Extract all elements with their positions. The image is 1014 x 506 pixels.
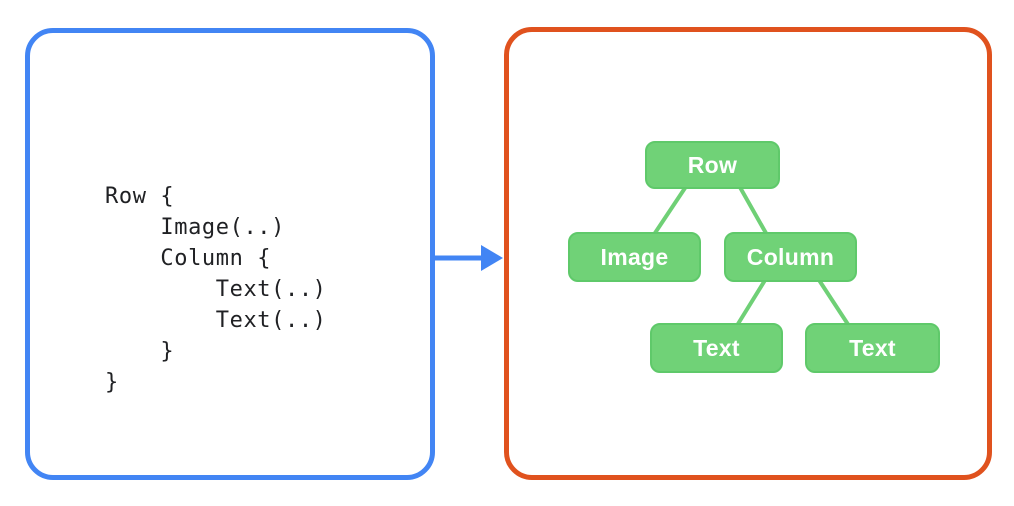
tree-node-text-1-label: Text — [693, 334, 740, 361]
tree-node-column: Column — [724, 232, 857, 282]
tree-node-row-label: Row — [687, 151, 738, 178]
tree-node-image-label: Image — [600, 243, 669, 270]
tree-node-column-label: Column — [746, 243, 835, 270]
arrow-right-icon — [435, 245, 503, 271]
tree-node-image: Image — [568, 232, 701, 282]
tree-node-row: Row — [645, 141, 780, 189]
tree-panel: Row Image Column Text Text — [504, 27, 992, 480]
code-block: Row { Image(..) Column { Text(..) Text(.… — [105, 184, 327, 395]
tree-node-text-2-label: Text — [849, 334, 896, 361]
tree-node-text-1: Text — [650, 323, 783, 373]
tree-node-text-2: Text — [805, 323, 940, 373]
code-panel: Row { Image(..) Column { Text(..) Text(.… — [25, 28, 435, 480]
